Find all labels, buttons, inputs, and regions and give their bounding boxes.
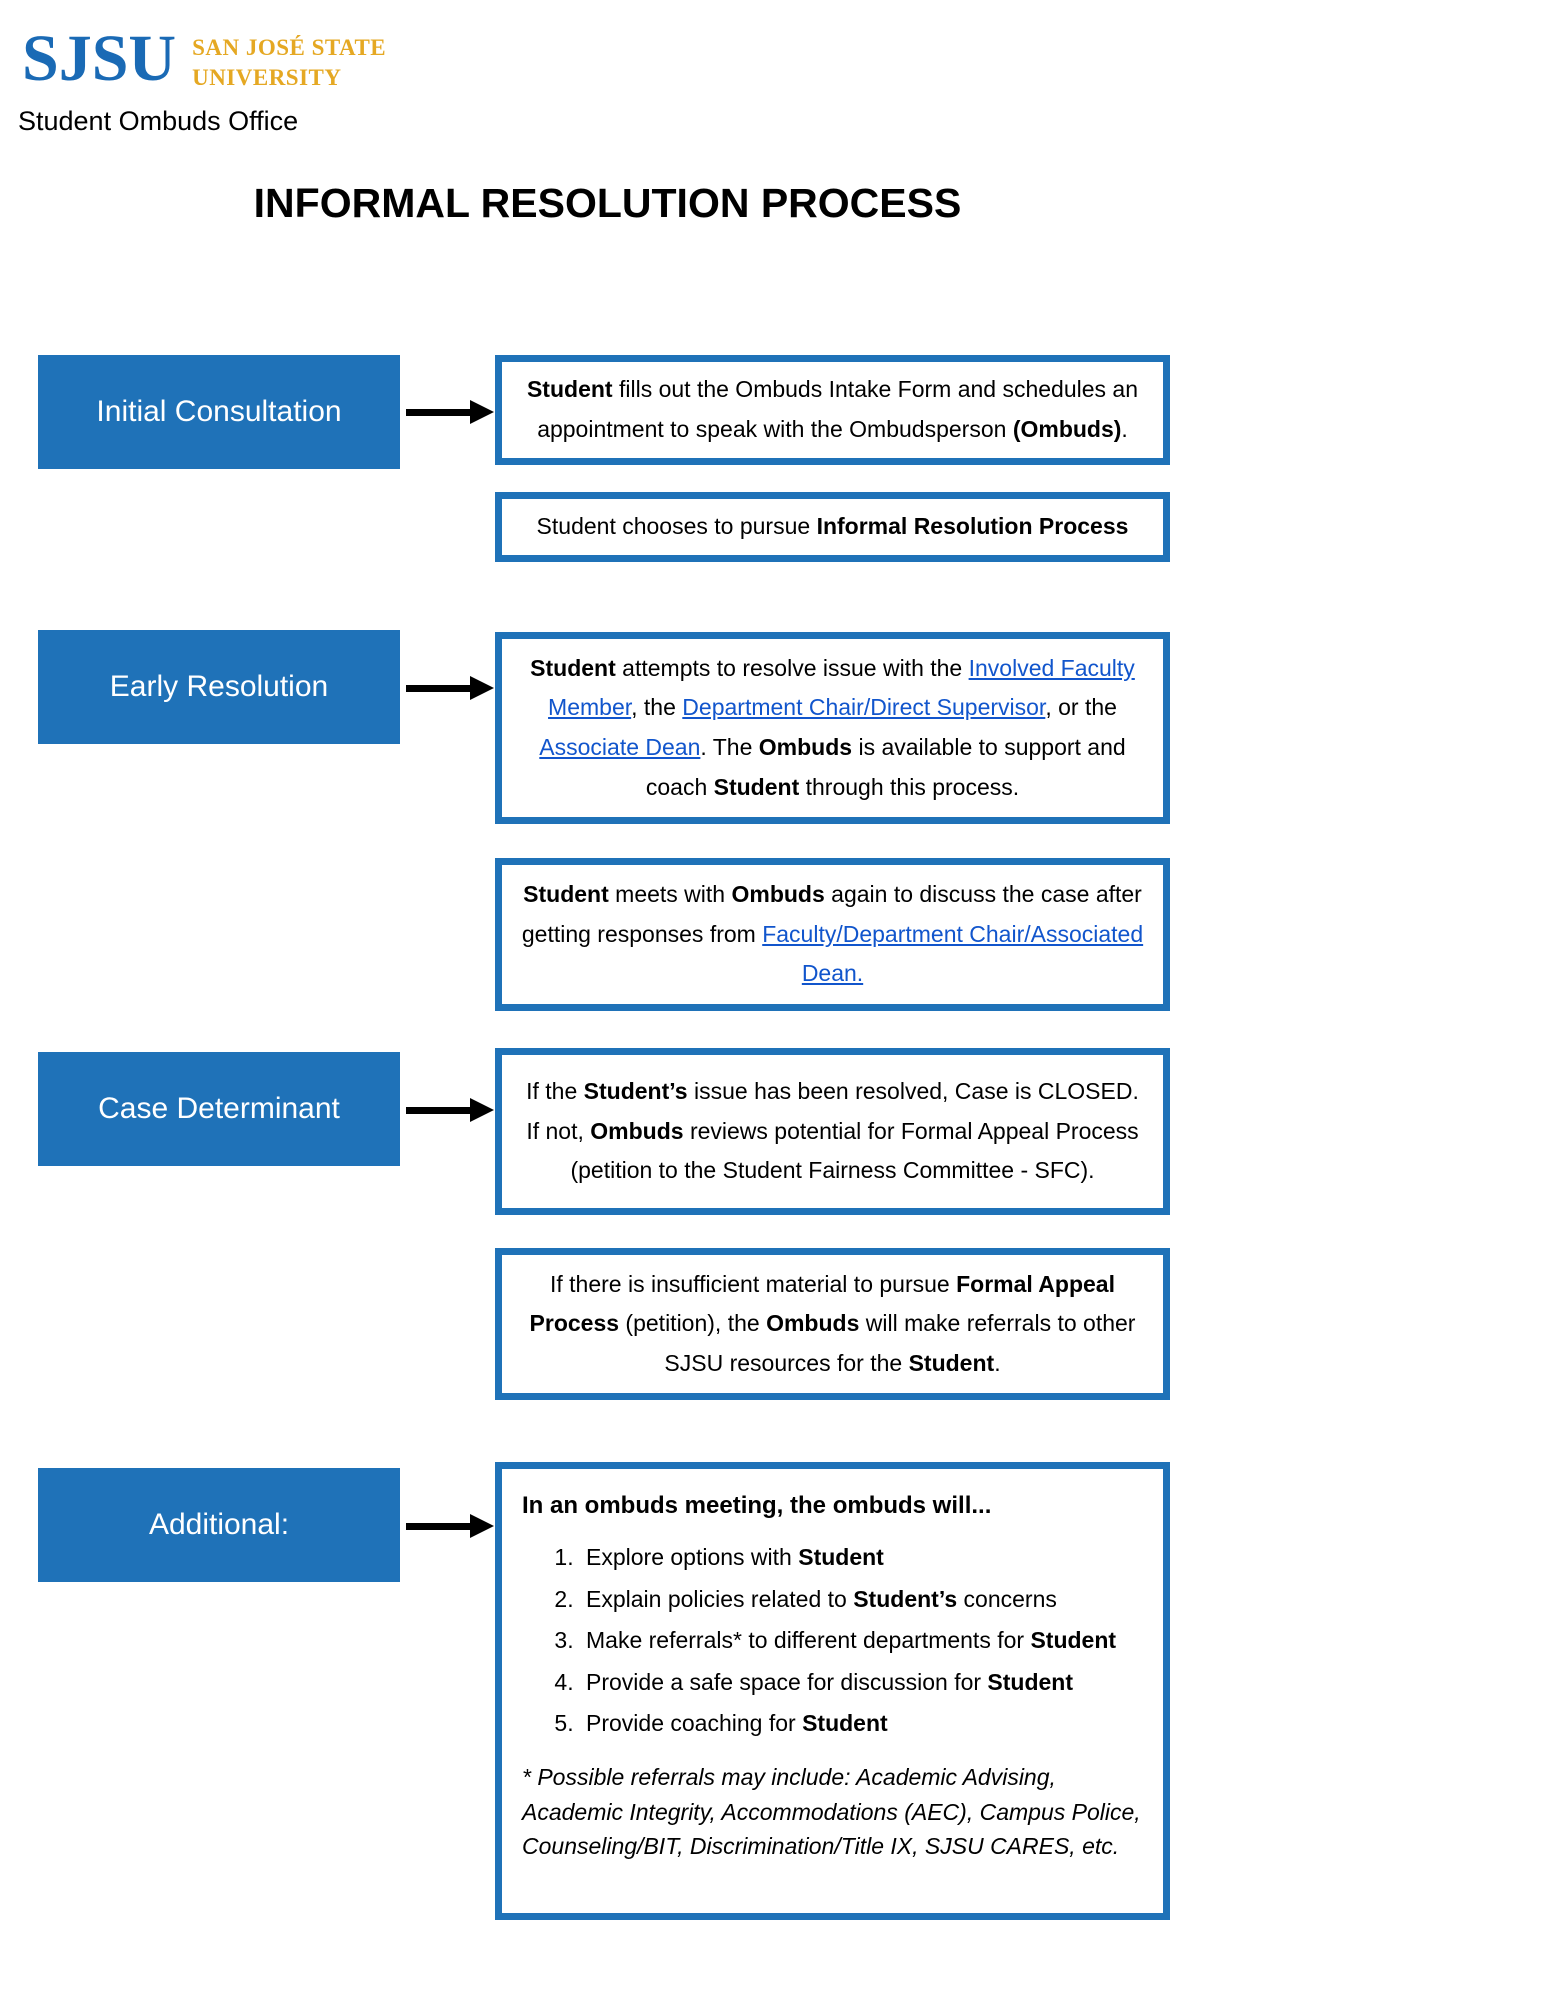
text-run: Ombuds [758,734,853,760]
text-run: Student’s [583,1078,688,1105]
text-run: (petition), the [619,1310,767,1337]
text-run: If the [526,1078,584,1105]
text-run: Explore options with [586,1544,799,1571]
info-box-resolve-attempt: Student attempts to resolve issue with t… [495,632,1170,824]
sjsu-logo-name-line1: SAN JOSÉ STATE [192,35,387,60]
page-title: INFORMAL RESOLUTION PROCESS [253,180,962,226]
stage-early-resolution: Early Resolution [38,630,400,744]
info-box-choose-informal: Student chooses to pursue Informal Resol… [495,492,1170,562]
arrow-head [470,400,494,424]
text-run: Make referrals* to different departments… [586,1627,1031,1654]
text-run: Informal Resolution Process [816,513,1129,540]
text-run: If there is insufficient material to pur… [549,1270,957,1297]
stage-label: Initial Consultation [96,395,342,428]
text-run: Formal Appeal Process [529,1270,1115,1337]
stage-case-determinant: Case Determinant [38,1052,400,1166]
info-box-intake: Student fills out the Ombuds Intake Form… [495,355,1170,465]
additional-heading: In an ombuds meeting, the ombuds will... [522,1485,1143,1526]
text-run: In an ombuds meeting, the ombuds will... [522,1492,992,1519]
text-run: again to discuss the case after getting … [521,881,1142,947]
sjsu-logo: SJSU SAN JOSÉ STATE UNIVERSITY [22,26,386,93]
arrow-shaft [406,409,472,416]
text-run: . The [700,734,759,760]
text-run: (Ombuds) [1012,416,1122,442]
stage-initial-consultation: Initial Consultation [38,355,400,469]
info-box-case-closed: If the Student’s issue has been resolved… [495,1048,1170,1215]
info-text: If the Student’s issue has been resolved… [518,1072,1147,1191]
text-run: is available to support and coach [645,734,1126,800]
text-run: Ombuds [766,1310,860,1337]
inline-link[interactable]: Involved Faculty Member [548,654,1135,721]
sjsu-logo-name-line2: UNIVERSITY [192,64,342,90]
text-run: . [994,1349,1001,1376]
arrow-right-icon [404,1514,496,1538]
text-run: Student [530,654,616,681]
text-run: attempts to resolve issue with the [615,654,969,681]
list-item: Explain policies related to Student’s co… [580,1580,1143,1620]
arrow-right-icon [404,1098,496,1122]
arrow-shaft [406,1107,472,1114]
stage-label: Case Determinant [98,1092,340,1125]
text-run: Ombuds [590,1117,684,1144]
arrow-head [470,1514,494,1538]
text-run: Student chooses to pursue [536,513,817,540]
text-run: Student [802,1710,888,1737]
text-run: Provide a safe space for discussion for [586,1668,988,1695]
text-run: * Possible referrals may include: Academ… [522,1764,1141,1859]
text-run: Explain policies related to [586,1585,854,1612]
stage-label: Additional: [148,1508,290,1541]
ombuds-actions-list: Explore options with Student Explain pol… [522,1538,1143,1744]
text-run: Student [987,1668,1074,1695]
arrow-right-icon [404,676,496,700]
office-name: Student Ombuds Office [18,106,299,136]
referrals-footnote: * Possible referrals may include: Academ… [522,1760,1143,1864]
text-run: , the [631,694,683,721]
text-run: Student [523,881,609,908]
info-box-additional: In an ombuds meeting, the ombuds will...… [495,1462,1170,1920]
inline-link[interactable]: Faculty/Department Chair/Associated Dean… [762,920,1144,987]
text-run: Provide coaching for [586,1710,803,1737]
arrow-head [470,676,494,700]
text-run: will make referrals to other SJSU resour… [664,1310,1136,1376]
text-run: Student [1030,1627,1117,1654]
text-run: Student [713,773,800,800]
stage-label: Early Resolution [109,670,329,703]
sjsu-logo-name: SAN JOSÉ STATE UNIVERSITY [192,26,386,93]
text-run: reviews potential for Formal Appeal Proc… [570,1117,1139,1184]
text-run: . [1121,416,1128,442]
inline-link[interactable]: Department Chair/Direct Supervisor [682,694,1046,721]
list-item: Explore options with Student [580,1538,1143,1578]
sjsu-logo-acronym: SJSU [22,22,177,95]
list-item: Provide coaching for Student [580,1704,1143,1744]
text-run: Ombuds [731,881,825,908]
stage-additional: Additional: [38,1468,400,1582]
info-text: Student meets with Ombuds again to discu… [518,875,1147,994]
info-text: Student fills out the Ombuds Intake Form… [518,370,1147,449]
text-run: , or the [1045,694,1117,721]
info-text: If there is insufficient material to pur… [518,1265,1147,1384]
text-run: Student’s [853,1585,958,1612]
list-item: Provide a safe space for discussion for … [580,1663,1143,1703]
info-text: Student chooses to pursue Informal Resol… [537,507,1129,547]
info-box-referrals: If there is insufficient material to pur… [495,1248,1170,1400]
list-item: Make referrals* to different departments… [580,1621,1143,1661]
text-run: issue has been resolved, Case is CLOSED.… [526,1078,1139,1144]
info-box-ombuds-followup: Student meets with Ombuds again to discu… [495,858,1170,1011]
text-run: Student [526,376,613,403]
arrow-head [470,1098,494,1122]
arrow-right-icon [404,400,496,424]
text-run: meets with [608,881,732,908]
arrow-shaft [406,1523,472,1530]
inline-link[interactable]: Associate Dean [539,734,701,760]
info-text: Student attempts to resolve issue with t… [518,649,1147,807]
arrow-shaft [406,685,472,692]
text-run: Student [798,1544,884,1571]
text-run: Student [908,1349,995,1376]
text-run: through this process. [799,773,1020,800]
text-run: concerns [957,1585,1057,1612]
text-run: fills out the Ombuds Intake Form and sch… [537,376,1139,442]
